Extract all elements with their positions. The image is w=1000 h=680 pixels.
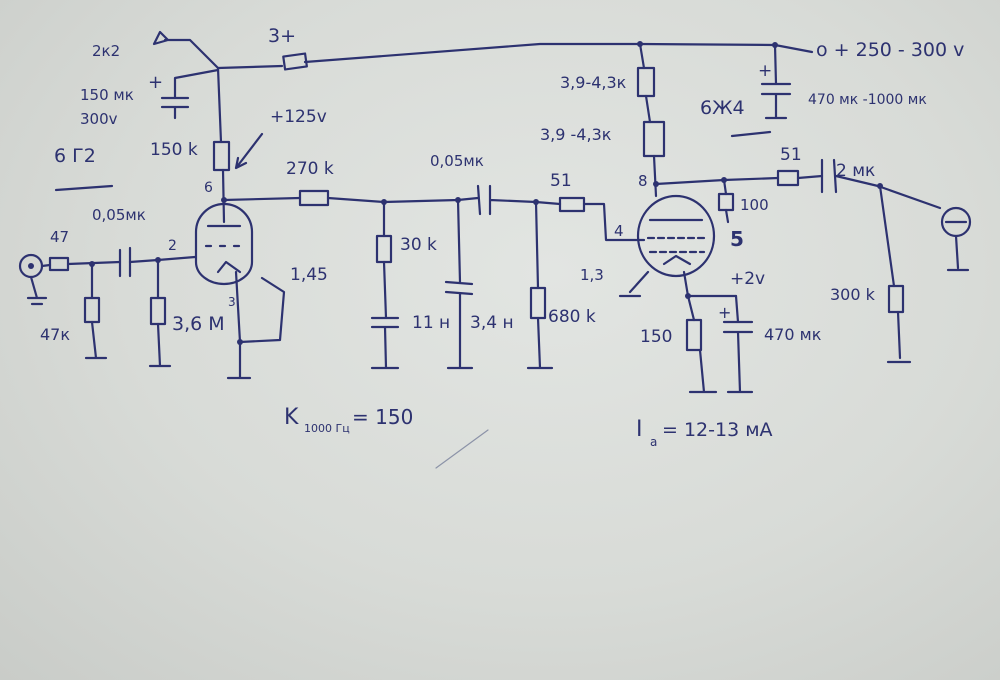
gain-subscript: 1000 Гц [304, 422, 350, 435]
resistor-270k [298, 189, 330, 207]
label-tube2: 6Ж4 [700, 97, 745, 119]
label-pin5: 5 [730, 227, 744, 251]
resistor-3-9k-a [636, 66, 656, 98]
gain-value: = 150 [352, 405, 413, 429]
label-470-1000: 470 мк -1000 мк [808, 92, 927, 108]
gain-k: K [284, 405, 299, 430]
resistor-51-grid [558, 196, 586, 213]
label-100: 100 [740, 196, 769, 214]
label-3plus: 3+ [268, 25, 296, 47]
resistor-3-9k-b [642, 120, 666, 158]
label-47: 47 [50, 228, 69, 246]
r300k-wire [878, 184, 912, 364]
supply-cap-plus: + [758, 61, 772, 81]
label-pin13: 1,3 [580, 266, 604, 284]
plate-wire-tube1 [216, 66, 226, 224]
resistor-2k2-lead [152, 30, 220, 70]
label-270k: 270 k [286, 159, 334, 179]
label-125v: +125v [270, 107, 327, 127]
output-jack-ground [944, 220, 970, 272]
plate-out-wire [222, 196, 480, 204]
resistor-150k [212, 140, 231, 172]
cathode-cap-470 [722, 294, 754, 394]
resistor-47 [48, 256, 70, 272]
label-2k2: 2к2 [92, 42, 120, 60]
label-51-out: 51 [780, 145, 802, 165]
label-34n: 3,4 н [470, 313, 514, 333]
r100-wire [722, 178, 730, 224]
heater-ground-tube2 [618, 270, 650, 298]
resistor-51-out [776, 169, 800, 187]
c34n-wire [444, 198, 474, 370]
pencil-stray-mark [435, 429, 489, 469]
r680k-wire [526, 200, 554, 370]
label-3-6m: 3,6 M [172, 313, 225, 335]
label-pin145: 1,45 [290, 265, 328, 285]
label-300v: 300v [80, 110, 118, 128]
r47k-wire [84, 262, 108, 360]
resistor-680k [529, 286, 547, 320]
label-pin8: 8 [638, 172, 648, 190]
r30k-wire [370, 200, 400, 370]
ia-symbol: I [636, 417, 643, 442]
label-51-grid: 51 [550, 171, 572, 191]
resistor-3-6m [149, 296, 167, 326]
label-30k: 30 k [400, 235, 437, 255]
cap-150uf-symbol [160, 68, 220, 120]
tube1-underline [54, 184, 114, 192]
label-supply: o + 250 - 300 v [816, 39, 964, 61]
resistor-30k [375, 234, 393, 264]
resistor-100 [717, 192, 735, 212]
input-ground [26, 275, 48, 306]
resistor-300k [887, 284, 905, 314]
ia-value: = 12-13 мА [662, 419, 773, 441]
output-cap-2mk [820, 158, 838, 194]
label-2mk: 2 мк [836, 161, 875, 181]
label-150-cathode: 150 [640, 327, 672, 347]
label-300k: 300 k [830, 285, 876, 304]
cathode-cap-plus: + [718, 303, 731, 322]
tube1-6g2 [194, 202, 254, 286]
resistor-47k [83, 296, 101, 324]
input-coupling-cap [118, 246, 132, 278]
label-2v: +2v [730, 269, 765, 289]
resistor-150-cathode [685, 318, 703, 352]
test-point-arrow [234, 132, 264, 170]
label-3-9k-a: 3,9-4,3к [560, 73, 627, 92]
label-005-mid: 0,05мк [430, 152, 484, 170]
label-150k: 150 k [150, 140, 198, 160]
label-680k: 680 k [548, 307, 596, 327]
heater-loop-tube1 [238, 276, 286, 344]
label-pin6: 6 [204, 180, 213, 196]
label-470-cathode: 470 мк [764, 325, 822, 344]
tube2-underline [730, 130, 772, 138]
label-pin2: 2 [168, 238, 177, 254]
label-11n: 11 н [412, 313, 450, 333]
cathode-wire-tube1 [226, 270, 252, 380]
label-005-in: 0,05мк [92, 206, 146, 224]
label-tube1: 6 Г2 [54, 145, 96, 167]
label-47k: 47к [40, 325, 70, 344]
label-3-9k-b: 3,9 -4,3к [540, 125, 612, 144]
plate-load-wire [638, 42, 658, 198]
supply-cap-470 [760, 43, 792, 120]
coupling-cap-005 [476, 184, 562, 216]
label-150mk: 150 мк [80, 86, 134, 104]
label-pin3: 3 [228, 295, 236, 309]
ia-subscript: a [650, 435, 657, 449]
grid-leak-wire [148, 258, 172, 368]
input-decoupling-capacitor [282, 52, 308, 71]
grid-wire-tube2 [582, 202, 646, 242]
cap-150uf-plus: + [148, 72, 163, 93]
tube2-6zh4 [636, 194, 716, 278]
label-pin4: 4 [614, 222, 624, 240]
